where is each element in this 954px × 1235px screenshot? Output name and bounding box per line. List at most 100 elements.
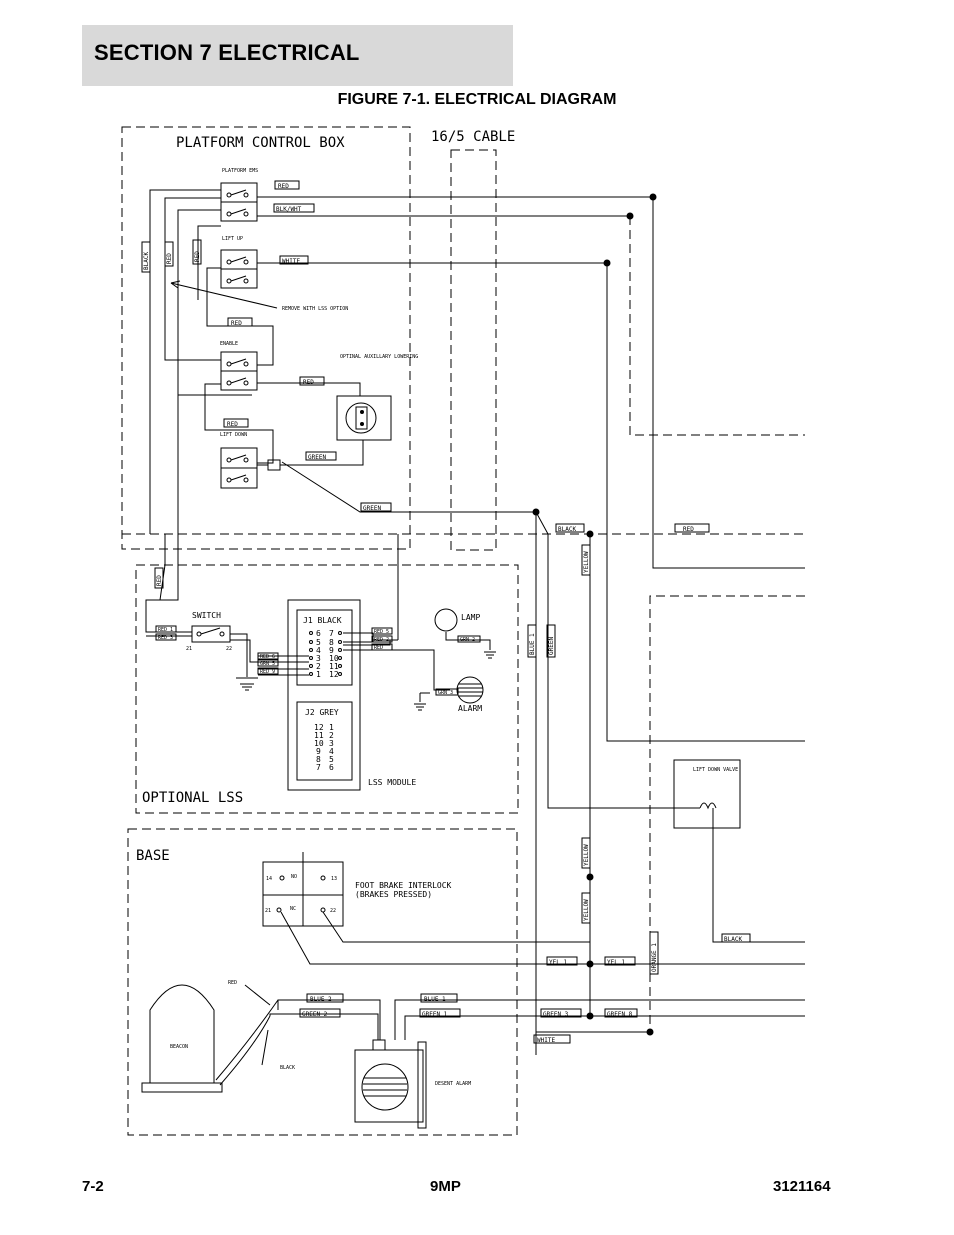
section-title: SECTION 7 ELECTRICAL (94, 40, 360, 65)
svg-text:RED 5: RED 5 (374, 629, 389, 635)
ground-lss (240, 683, 254, 691)
svg-text:BLUE 2: BLUE 2 (310, 996, 332, 1003)
platform-box-title: PLATFORM CONTROL BOX (176, 135, 345, 151)
lss-switch (191, 625, 231, 643)
wire-tag-green-2: GREEN (360, 502, 392, 512)
svg-text:8: 8 (316, 755, 321, 764)
svg-text:GREEN: GREEN (308, 454, 326, 461)
svg-text:RED: RED (227, 421, 238, 428)
svg-text:10: 10 (314, 739, 324, 748)
wire-tag-green8: GREEN 8 (604, 1008, 638, 1018)
wire-tag-blue1: BLUE 1 (420, 993, 458, 1003)
right-dashed-outline (649, 595, 805, 1030)
wire-tag-white-2: WHITE (533, 1034, 571, 1044)
svg-text:RED: RED (231, 320, 242, 327)
lift-down-valve (673, 759, 741, 829)
lift-up-switch (220, 249, 258, 289)
svg-text:11: 11 (314, 731, 324, 740)
svg-text:9: 9 (329, 646, 334, 655)
wire-tag-black-2: BLACK (721, 933, 751, 943)
svg-text:RED 9: RED 9 (260, 669, 275, 675)
lss-wires (145, 395, 700, 809)
svg-text:RED 2: RED 2 (374, 637, 389, 643)
wire-tag-black-1: BLACK (555, 523, 585, 533)
page-number: 7-2 (82, 1178, 104, 1195)
svg-text:1: 1 (329, 723, 334, 732)
descent-alarm-label: DESENT ALARM (435, 1081, 471, 1087)
svg-text:3: 3 (329, 739, 334, 748)
right-dashed-upper (629, 216, 805, 436)
wire-tag-red-vert-2: RED (192, 239, 202, 265)
svg-text:4: 4 (316, 646, 321, 655)
beacon-leads (215, 999, 279, 1086)
wire-tag-red6: RED 6 (257, 652, 279, 660)
svg-text:BLACK: BLACK (558, 526, 576, 533)
remove-arrowhead (170, 280, 181, 289)
wire-tag-red-1: RED (274, 180, 300, 190)
wire-tag-blue1-vert: BLUE 1 (527, 624, 537, 658)
svg-text:RED: RED (278, 183, 289, 190)
wire-tag-yellow-vert-1: YELLOW (581, 544, 591, 576)
wire-tag-red-lss-2: RED 3 (155, 633, 177, 641)
wire-tag-yel1-a: YEL 1 (546, 956, 578, 966)
switch-label: SWITCH (192, 611, 221, 620)
cable-outline (450, 149, 497, 551)
svg-text:11: 11 (329, 662, 339, 671)
fb-pin-14: 14 (266, 876, 272, 882)
wire-tag-green3: GREEN 3 (540, 1008, 582, 1018)
wire-tag-yellow-vert-3: YELLOW (581, 892, 591, 924)
svg-text:4: 4 (329, 747, 334, 756)
wire-tag-grn3: GRN 3 (435, 688, 459, 696)
svg-text:10: 10 (329, 654, 339, 663)
wire-tag-black-vert: BLACK (141, 241, 151, 273)
svg-text:6: 6 (316, 629, 321, 638)
svg-text:YELLOW: YELLOW (583, 844, 590, 866)
svg-text:YEL 1: YEL 1 (607, 959, 625, 966)
wire-tag-green-1: GREEN (305, 451, 337, 461)
svg-text:RED: RED (303, 379, 314, 386)
inline-connector (267, 459, 281, 471)
wire-tag-green-vert: GREEN (546, 624, 556, 658)
wire-tag-red2: RED 2 (371, 635, 393, 643)
wire-tag-yellow-vert-2: YELLOW (581, 837, 591, 869)
lss-box-outline (135, 564, 519, 814)
document-number: 3121164 (773, 1178, 831, 1195)
wire-tag-green1: GREEN 1 (419, 1008, 461, 1018)
j1-pin-circles (309, 631, 342, 676)
j1-title: J1 BLACK (303, 616, 342, 625)
svg-text:GREEN 1: GREEN 1 (422, 1011, 448, 1018)
svg-text:ORANGE 1: ORANGE 1 (651, 943, 658, 972)
wire-tag-red-3: RED (299, 376, 325, 386)
wire-tag-red-lss-1: RED 1 (155, 625, 177, 633)
svg-text:GRN 3: GRN 3 (438, 690, 453, 696)
svg-text:WHITE: WHITE (537, 1037, 555, 1044)
pin-22: 22 (226, 646, 232, 652)
svg-text:RED 6: RED 6 (260, 654, 275, 660)
label-lift-down: LIFT DOWN (220, 432, 247, 438)
svg-text:2: 2 (316, 662, 321, 671)
j2-title: J2 GREY (305, 708, 339, 717)
pin-21: 21 (186, 646, 192, 652)
label-aux-lowering: OPTINAL AUXILLARY LOWERING (340, 354, 418, 360)
svg-text:GREEN: GREEN (363, 505, 381, 512)
wire-tag-red5: RED 5 (371, 627, 393, 635)
svg-text:RED: RED (683, 526, 694, 533)
cable-label: 16/5 CABLE (431, 129, 515, 145)
fb-pin-22: 22 (330, 908, 336, 914)
beacon-red-label: RED (228, 980, 237, 986)
fb-no: NO (291, 874, 297, 880)
wire-tag-red-2: RED (227, 317, 253, 327)
beacon-icon (141, 984, 223, 1093)
svg-text:RED: RED (194, 251, 201, 262)
section-header-band (82, 25, 513, 86)
svg-text:7: 7 (329, 629, 334, 638)
beacon-lead-pointers (244, 984, 271, 1066)
base-wire-tags: YELLOW YELLOW ORANGE 1 YEL 1 YEL 1 BLUE … (299, 837, 659, 1044)
foot-brake-label: FOOT BRAKE INTERLOCK (355, 881, 452, 890)
svg-text:1: 1 (316, 670, 321, 679)
descent-alarm-icon (354, 1039, 427, 1129)
lamp-icon (434, 608, 458, 632)
svg-text:BLK/WHT: BLK/WHT (276, 206, 302, 213)
